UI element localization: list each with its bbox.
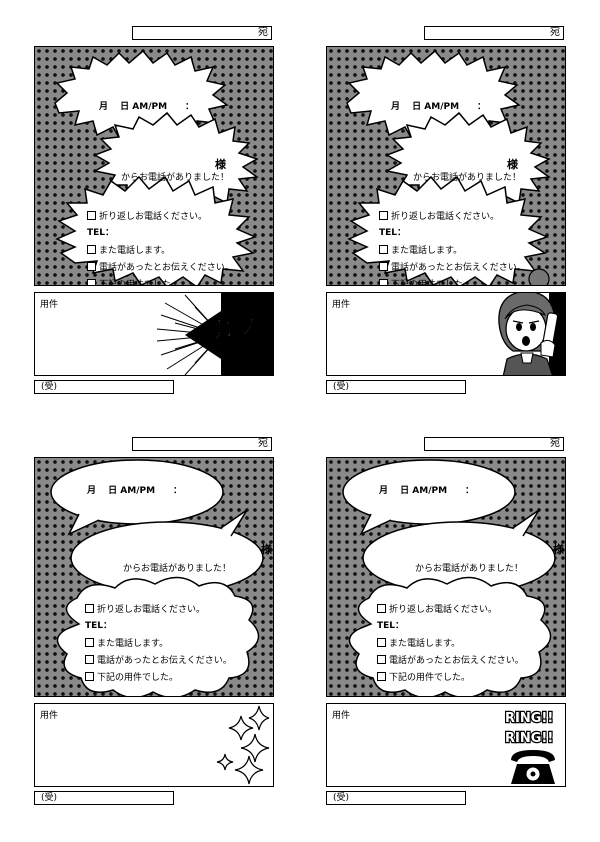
tel-label: TEL： bbox=[379, 228, 407, 238]
sparkles-illustration bbox=[216, 705, 270, 785]
honorific-label: 様 bbox=[553, 543, 564, 556]
screentone-panel: 月 日 AM/PM ： 様 からお電話がありました！ 折り返しお電話ください。 … bbox=[34, 457, 274, 697]
request-box[interactable]: 用件 カッ bbox=[34, 292, 274, 376]
called-message: からお電話がありました！ bbox=[121, 173, 230, 183]
request-label: 用件 bbox=[40, 711, 59, 721]
round-speech-bubbles bbox=[342, 459, 556, 696]
addressee-suffix: 宛 bbox=[550, 27, 560, 38]
checkbox[interactable] bbox=[377, 655, 386, 664]
addressee-field[interactable]: 宛 bbox=[424, 26, 564, 40]
honorific-label: 様 bbox=[507, 158, 518, 171]
girl-on-phone-illustration bbox=[498, 293, 565, 375]
addressee-suffix: 宛 bbox=[550, 438, 560, 449]
checkbox[interactable] bbox=[87, 262, 96, 271]
checkbox[interactable] bbox=[377, 672, 386, 681]
received-by-field[interactable]: (受) bbox=[34, 791, 174, 805]
option-callback[interactable]: 折り返しお電話ください。 bbox=[379, 211, 499, 223]
option-tell-them[interactable]: 電話があったとお伝えください。 bbox=[85, 655, 232, 667]
phone-memo-3: 宛 月 日 AM/PM ： 様 からお電話がありました！ 折り返しお電話ください… bbox=[34, 437, 274, 827]
checkbox[interactable] bbox=[85, 638, 94, 647]
option-callback[interactable]: 折り返しお電話ください。 bbox=[377, 604, 497, 616]
tel-label: TEL： bbox=[377, 621, 405, 631]
addressee-suffix: 宛 bbox=[258, 438, 268, 449]
request-box[interactable]: 用件 bbox=[326, 292, 566, 376]
called-message: からお電話がありました！ bbox=[415, 564, 524, 574]
addressee-field[interactable]: 宛 bbox=[424, 437, 564, 451]
option-tell-them[interactable]: 電話があったとお伝えください。 bbox=[87, 262, 234, 274]
phone-memo-4: 宛 月 日 AM/PM ： 様 からお電話がありました！ 折り返しお電話ください… bbox=[326, 437, 566, 827]
option-see-below[interactable]: 下記の用件でした。 bbox=[379, 279, 472, 285]
honorific-label: 様 bbox=[261, 543, 272, 556]
addressee-suffix: 宛 bbox=[258, 27, 268, 38]
screentone-panel: 月 日 AM/PM ： 様 からお電話がありました！ 折り返しお電話ください。 … bbox=[326, 457, 566, 697]
screentone-panel: 月 日 AM/PM ： 様 からお電話がありました！ 折り返しお電話ください。 … bbox=[34, 46, 274, 286]
checkbox[interactable] bbox=[85, 655, 94, 664]
option-will-call[interactable]: また電話します。 bbox=[87, 245, 170, 257]
request-box[interactable]: 用件 bbox=[34, 703, 274, 787]
checkbox[interactable] bbox=[85, 672, 94, 681]
received-by-field[interactable]: (受) bbox=[326, 380, 466, 394]
spiky-speech-bubbles bbox=[54, 49, 260, 285]
date-time-line: 月 日 AM/PM ： bbox=[99, 102, 195, 112]
called-message: からお電話がありました！ bbox=[123, 564, 232, 574]
option-will-call[interactable]: また電話します。 bbox=[379, 245, 462, 257]
date-time-line: 月 日 AM/PM ： bbox=[87, 486, 183, 496]
phone-memo-1: 宛 月 日 AM/PM ： 様 からお電話がありました！ 折り返しお電話ください… bbox=[34, 26, 274, 416]
checkbox[interactable] bbox=[87, 279, 96, 285]
speed-lines-illustration: カッ bbox=[156, 293, 273, 375]
option-callback[interactable]: 折り返しお電話ください。 bbox=[85, 604, 205, 616]
option-see-below[interactable]: 下記の用件でした。 bbox=[377, 672, 470, 684]
screentone-panel: 月 日 AM/PM ： 様 からお電話がありました！ 折り返しお電話ください。 … bbox=[326, 46, 566, 286]
checkbox[interactable] bbox=[377, 638, 386, 647]
received-by-field[interactable]: (受) bbox=[326, 791, 466, 805]
addressee-field[interactable]: 宛 bbox=[132, 437, 272, 451]
option-will-call[interactable]: また電話します。 bbox=[85, 638, 168, 650]
ring-text-1: RING!! bbox=[505, 711, 553, 726]
request-label: 用件 bbox=[332, 300, 351, 310]
addressee-field[interactable]: 宛 bbox=[132, 26, 272, 40]
request-box[interactable]: 用件 RING!! RING!! bbox=[326, 703, 566, 787]
checkbox[interactable] bbox=[85, 604, 94, 613]
checkbox[interactable] bbox=[379, 262, 388, 271]
checkbox[interactable] bbox=[379, 245, 388, 254]
received-by-field[interactable]: (受) bbox=[34, 380, 174, 394]
request-label: 用件 bbox=[40, 300, 59, 310]
called-message: からお電話がありました！ bbox=[413, 173, 522, 183]
option-will-call[interactable]: また電話します。 bbox=[377, 638, 460, 650]
option-tell-them[interactable]: 電話があったとお伝えください。 bbox=[379, 262, 526, 274]
ring-text-2: RING!! bbox=[505, 731, 553, 746]
round-speech-bubbles bbox=[50, 459, 264, 696]
checkbox[interactable] bbox=[379, 279, 388, 285]
checkbox[interactable] bbox=[377, 604, 386, 613]
spiky-speech-bubbles bbox=[346, 49, 552, 285]
checkbox[interactable] bbox=[379, 211, 388, 220]
date-time-line: 月 日 AM/PM ： bbox=[391, 102, 487, 112]
telephone-icon bbox=[511, 750, 555, 784]
option-tell-them[interactable]: 電話があったとお伝えください。 bbox=[377, 655, 524, 667]
checkbox[interactable] bbox=[87, 245, 96, 254]
tel-label: TEL： bbox=[85, 621, 113, 631]
tel-label: TEL： bbox=[87, 228, 115, 238]
option-callback[interactable]: 折り返しお電話ください。 bbox=[87, 211, 207, 223]
date-time-line: 月 日 AM/PM ： bbox=[379, 486, 475, 496]
option-see-below[interactable]: 下記の用件でした。 bbox=[87, 279, 180, 285]
phone-memo-2: 宛 月 日 AM/PM ： 様 からお電話がありました！ 折り返しお電話ください… bbox=[326, 26, 566, 416]
request-label: 用件 bbox=[332, 711, 351, 721]
ring-phone-illustration: RING!! RING!! bbox=[504, 710, 555, 784]
checkbox[interactable] bbox=[87, 211, 96, 220]
honorific-label: 様 bbox=[215, 158, 226, 171]
option-see-below[interactable]: 下記の用件でした。 bbox=[85, 672, 178, 684]
